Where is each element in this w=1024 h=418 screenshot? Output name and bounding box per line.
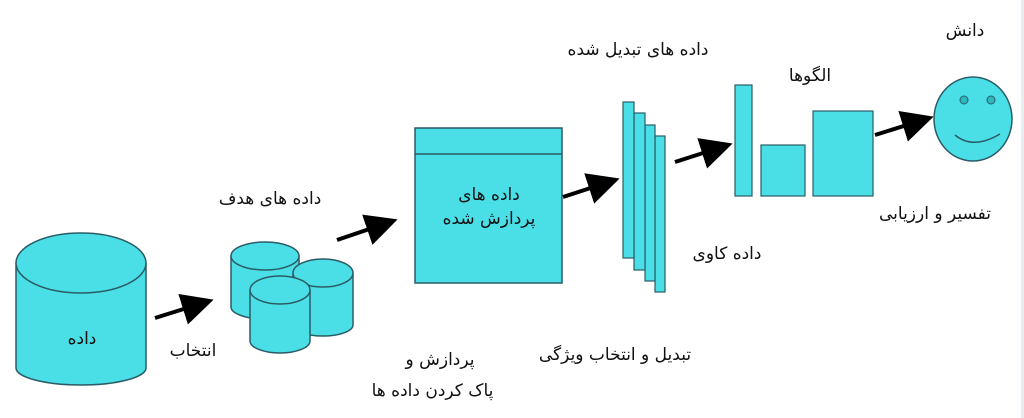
node-label-patterns: الگوها bbox=[788, 66, 832, 86]
edge-label-data-mining: داده کاوی bbox=[692, 244, 762, 264]
arrow-transform bbox=[562, 173, 620, 204]
node-label-preprocessed-line2: پردازش شده bbox=[442, 209, 536, 229]
edge-label-select: انتخاب bbox=[169, 341, 217, 361]
arrow-preprocess bbox=[336, 214, 398, 245]
node-label-data: داده bbox=[67, 329, 97, 349]
node-label-knowledge: دانش bbox=[945, 21, 985, 41]
edge-label-preprocess-line1: پردازش و bbox=[405, 350, 475, 370]
edge-label-preprocess-line2: پاک کردن داده ها bbox=[371, 381, 494, 401]
arrow-select bbox=[154, 293, 214, 325]
transformed-data-sheets-icon bbox=[622, 101, 666, 293]
node-label-transformed-data: داده های تبدیل شده bbox=[567, 40, 709, 60]
preprocessed-data-box-icon bbox=[414, 127, 563, 284]
arrow-interpret bbox=[874, 110, 934, 142]
patterns-bars-icon bbox=[734, 84, 874, 197]
target-data-cylinders-icon bbox=[230, 241, 354, 354]
node-label-preprocessed-line1: داده های bbox=[458, 185, 520, 205]
knowledge-smiley-icon bbox=[933, 76, 1013, 162]
node-label-target-data: داده های هدف bbox=[218, 189, 322, 209]
data-cylinder-icon bbox=[15, 232, 147, 386]
edge-label-interpret: تفسیر و ارزیابی bbox=[879, 204, 991, 224]
edge-label-transform: تبدیل و انتخاب ویژگی bbox=[538, 345, 692, 365]
right-edge-divider bbox=[1021, 0, 1024, 418]
arrow-data-mining bbox=[674, 138, 733, 169]
